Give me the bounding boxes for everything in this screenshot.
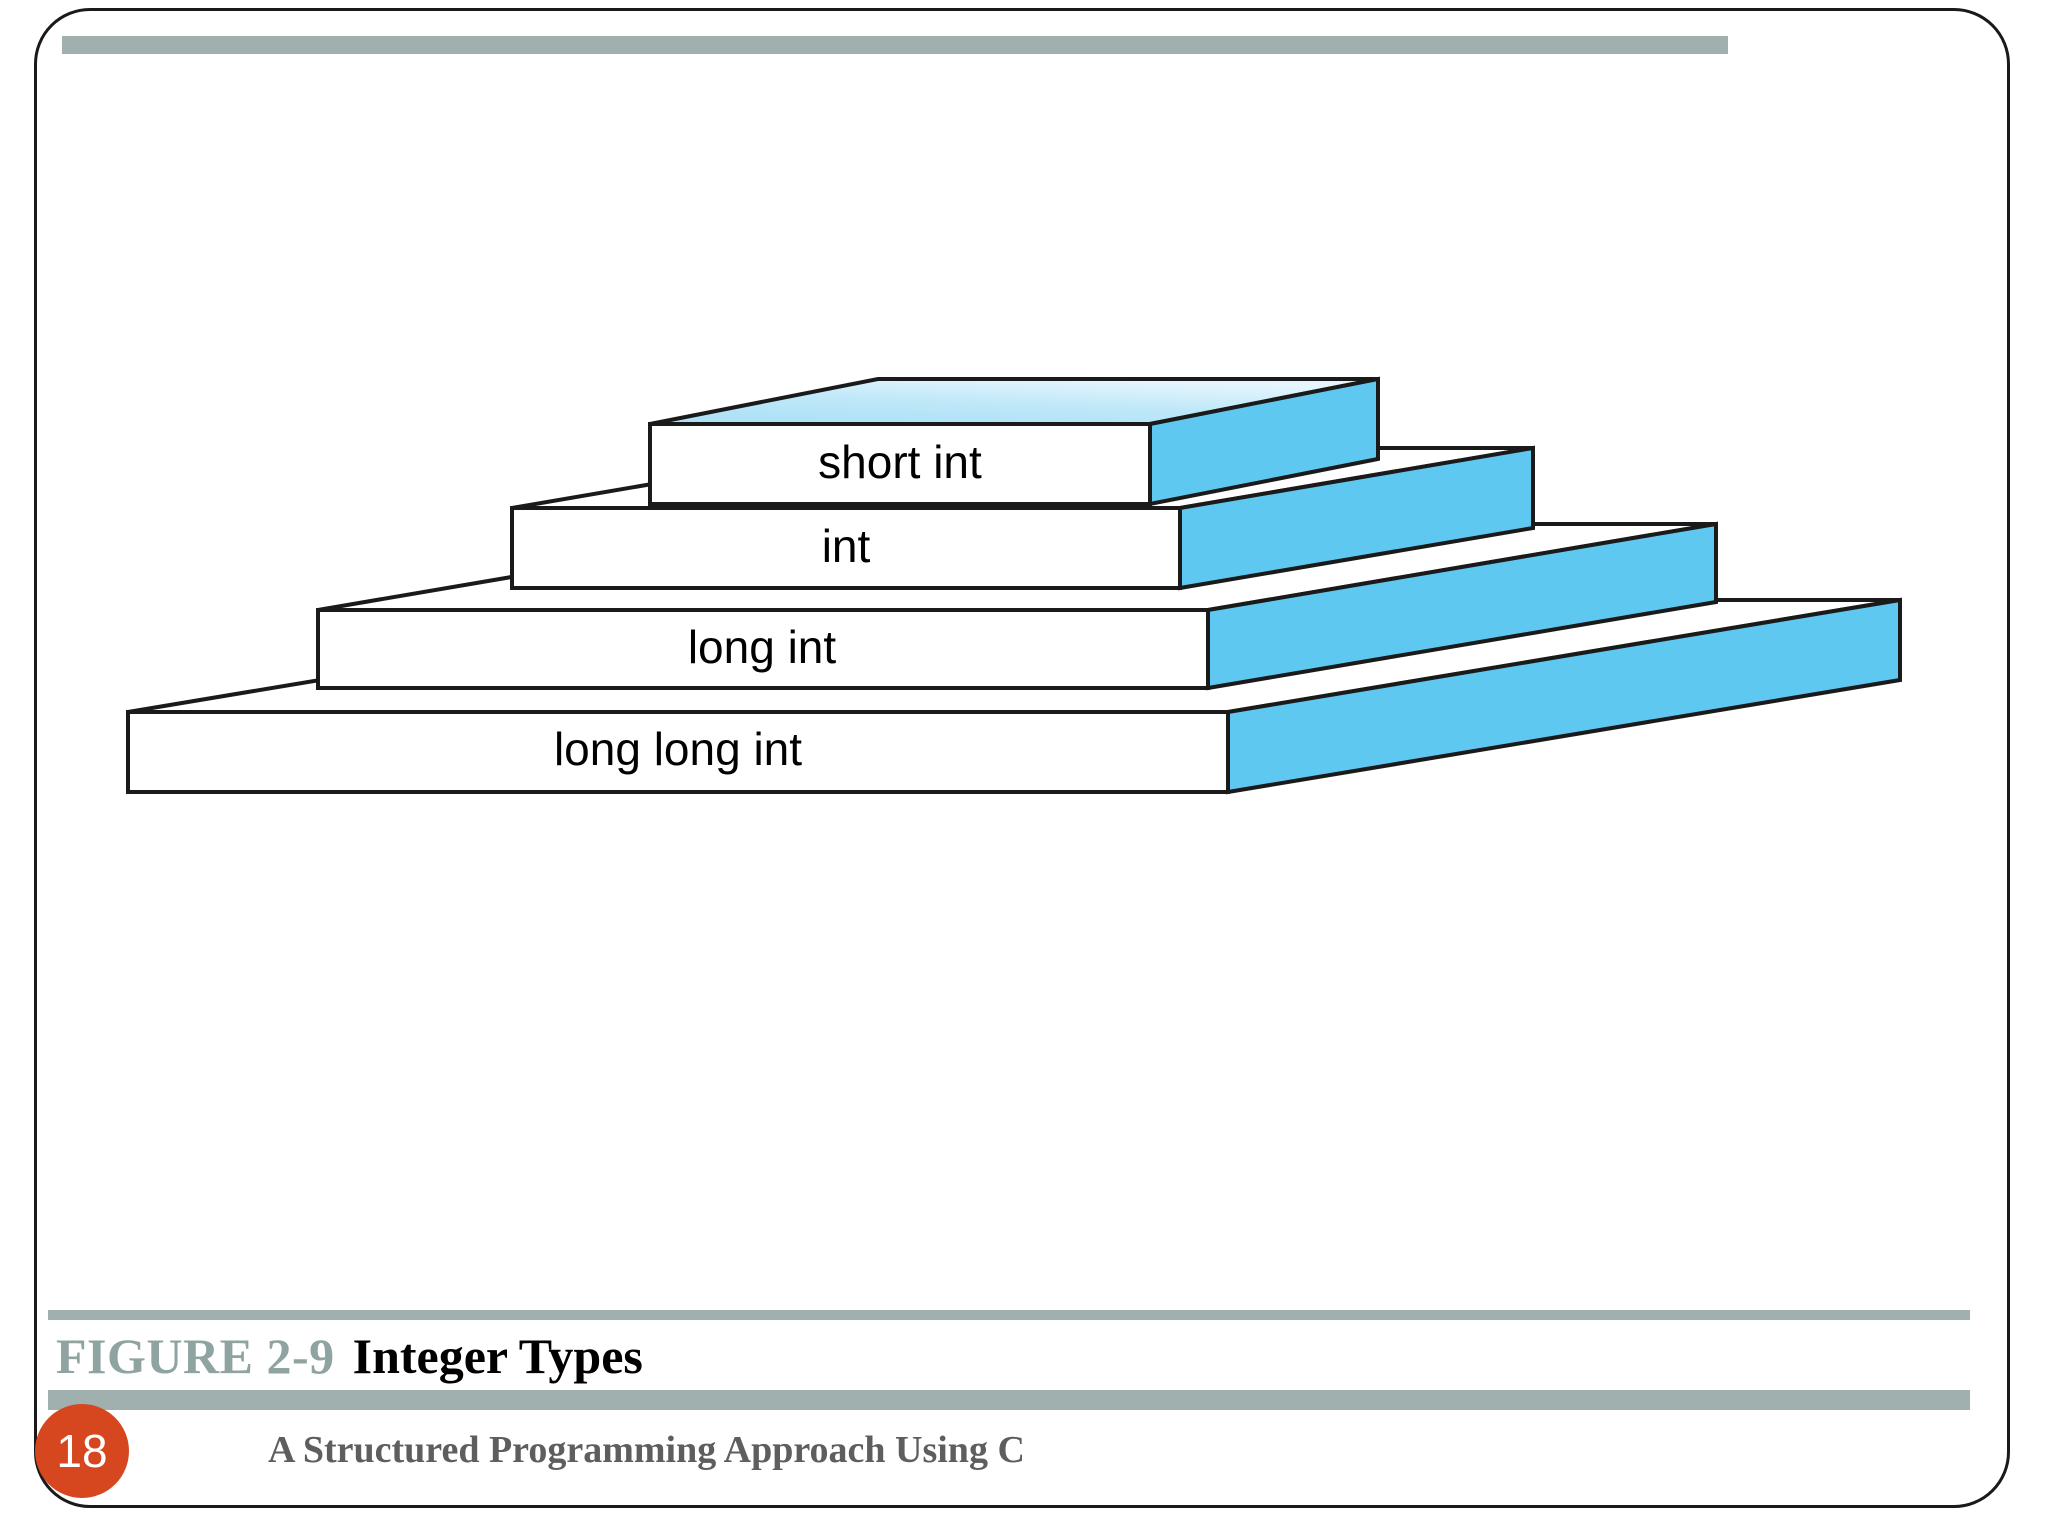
step2-side-face bbox=[1178, 445, 1535, 591]
figure-caption: FIGURE 2-9 Integer Types bbox=[56, 1326, 643, 1386]
step-label-short-int: short int bbox=[818, 436, 982, 488]
step-label-long-long-int: long long int bbox=[554, 723, 802, 775]
top-accent-bar bbox=[62, 36, 1728, 54]
step1-side-face bbox=[1148, 376, 1380, 507]
footer-rule bbox=[48, 1390, 1970, 1410]
steps-svg: short int int long int long long int bbox=[126, 376, 1902, 795]
caption-top-rule bbox=[48, 1310, 1970, 1320]
figure-number-label: FIGURE 2-9 bbox=[56, 1328, 335, 1384]
step-label-int: int bbox=[822, 520, 871, 572]
footer-book-title: A Structured Programming Approach Using … bbox=[268, 1429, 1025, 1471]
step3-side-face bbox=[1206, 521, 1718, 691]
step4-side-face bbox=[1226, 597, 1902, 795]
page-number-badge: 18 bbox=[35, 1404, 129, 1498]
integer-types-diagram: short int int long int long long int bbox=[126, 376, 1902, 795]
figure-title: Integer Types bbox=[352, 1328, 643, 1384]
step-label-long-int: long int bbox=[688, 621, 837, 673]
